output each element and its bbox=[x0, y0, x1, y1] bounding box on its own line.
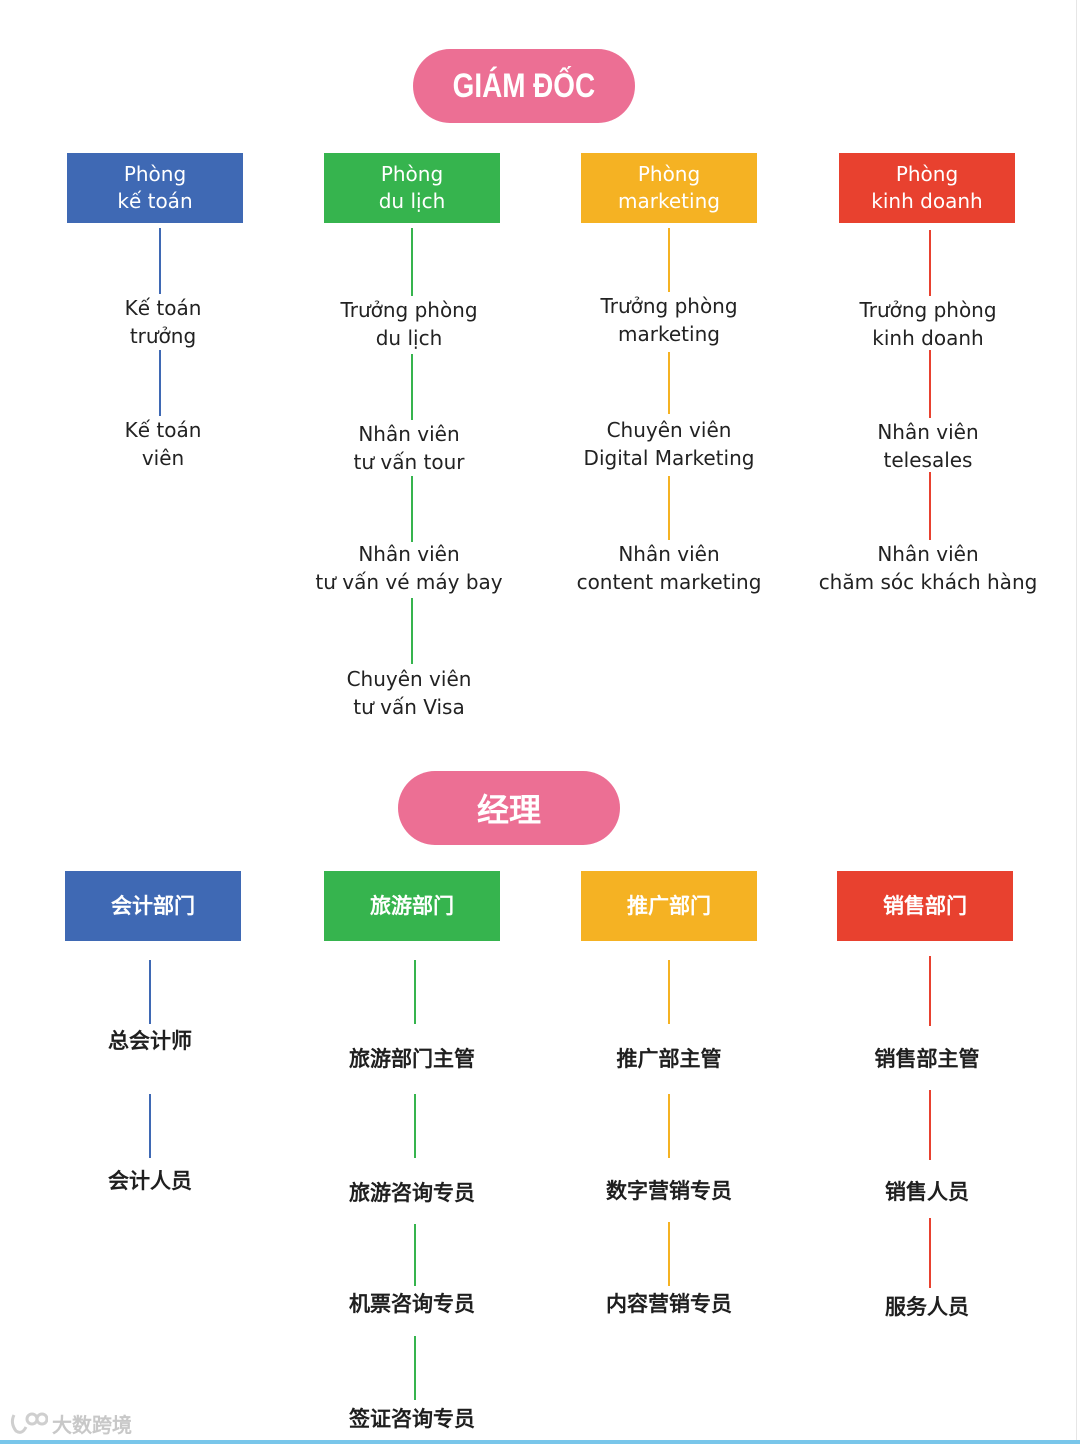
role-ticket-consultant-zh: 机票咨询专员 bbox=[349, 1292, 475, 1316]
role-accountant: Kế toán viên bbox=[124, 418, 202, 470]
connector-line bbox=[159, 350, 161, 416]
connector-line bbox=[668, 960, 670, 1024]
connector-line bbox=[149, 960, 151, 1024]
role-chief-accountant-zh: 总会计师 bbox=[108, 1029, 192, 1053]
connector-line bbox=[159, 228, 161, 294]
connector-line bbox=[929, 1218, 931, 1288]
role-sales-head-zh: 销售部主管 bbox=[874, 1047, 980, 1071]
role-telesales: Nhân viên telesales bbox=[877, 420, 979, 472]
connector-line bbox=[414, 1336, 416, 1400]
dept-travel: Phòng du lịch bbox=[324, 153, 500, 223]
role-chief-accountant: Kế toán trưởng bbox=[124, 296, 202, 348]
connector-line bbox=[414, 1224, 416, 1286]
role-marketing-head: Trưởng phòng marketing bbox=[600, 294, 738, 346]
bottom-accent-rule bbox=[0, 1440, 1080, 1444]
connector-line bbox=[929, 472, 931, 540]
manager-pill: 经理 bbox=[398, 771, 620, 845]
connector-line bbox=[929, 1090, 931, 1160]
watermark-logo-icon bbox=[10, 1412, 48, 1434]
role-customer-care: Nhân viên chăm sóc khách hàng bbox=[818, 542, 1038, 594]
connector-line bbox=[668, 476, 670, 540]
connector-line bbox=[929, 230, 931, 296]
role-ticket-consultant: Nhân viên tư vấn vé máy bay bbox=[315, 542, 503, 594]
role-visa-consultant: Chuyên viên tư vấn Visa bbox=[346, 667, 472, 719]
connector-line bbox=[411, 598, 413, 664]
role-service-staff-zh: 服务人员 bbox=[885, 1295, 969, 1319]
connector-line bbox=[929, 956, 931, 1026]
connector-line bbox=[149, 1094, 151, 1158]
connector-line bbox=[411, 354, 413, 420]
role-digital-marketing: Chuyên viên Digital Marketing bbox=[583, 418, 755, 470]
connector-line bbox=[668, 228, 670, 292]
connector-line bbox=[929, 350, 931, 418]
manager-label: 经理 bbox=[476, 791, 541, 829]
role-sales-head: Trưởng phòng kinh doanh bbox=[859, 298, 997, 350]
dept-sales-zh: 销售部门 bbox=[837, 871, 1013, 941]
role-content-marketing: Nhân viên content marketing bbox=[576, 542, 762, 594]
role-accountant-zh: 会计人员 bbox=[108, 1169, 192, 1193]
role-travel-head-zh: 旅游部门主管 bbox=[349, 1047, 475, 1071]
role-digital-marketing-zh: 数字营销专员 bbox=[606, 1179, 732, 1203]
role-tour-consultant-zh: 旅游咨询专员 bbox=[349, 1181, 475, 1205]
watermark-text: 大数跨境 bbox=[52, 1412, 132, 1437]
role-sales-staff-zh: 销售人员 bbox=[885, 1180, 969, 1204]
director-label: GIÁM ĐỐC bbox=[452, 66, 596, 105]
connector-line bbox=[668, 1222, 670, 1286]
connector-line bbox=[411, 476, 413, 542]
role-tour-consultant: Nhân viên tư vấn tour bbox=[353, 422, 465, 474]
connector-line bbox=[414, 960, 416, 1024]
role-content-marketing-zh: 内容营销专员 bbox=[606, 1292, 732, 1316]
connector-line bbox=[668, 1094, 670, 1158]
watermark: 大数跨境 bbox=[8, 1406, 132, 1440]
role-travel-head: Trưởng phòng du lịch bbox=[340, 298, 478, 350]
director-pill: GIÁM ĐỐC bbox=[413, 49, 635, 123]
connector-line bbox=[411, 228, 413, 296]
dept-promotion-zh: 推广部门 bbox=[581, 871, 757, 941]
connector-line bbox=[668, 352, 670, 414]
page-edge-rule bbox=[1076, 0, 1077, 1440]
dept-accounting-zh: 会计部门 bbox=[65, 871, 241, 941]
role-promotion-head-zh: 推广部主管 bbox=[616, 1047, 722, 1071]
dept-sales: Phòng kinh doanh bbox=[839, 153, 1015, 223]
role-visa-consultant-zh: 签证咨询专员 bbox=[349, 1407, 475, 1431]
connector-line bbox=[414, 1094, 416, 1158]
dept-marketing: Phòng marketing bbox=[581, 153, 757, 223]
dept-accounting: Phòng kế toán bbox=[67, 153, 243, 223]
dept-travel-zh: 旅游部门 bbox=[324, 871, 500, 941]
